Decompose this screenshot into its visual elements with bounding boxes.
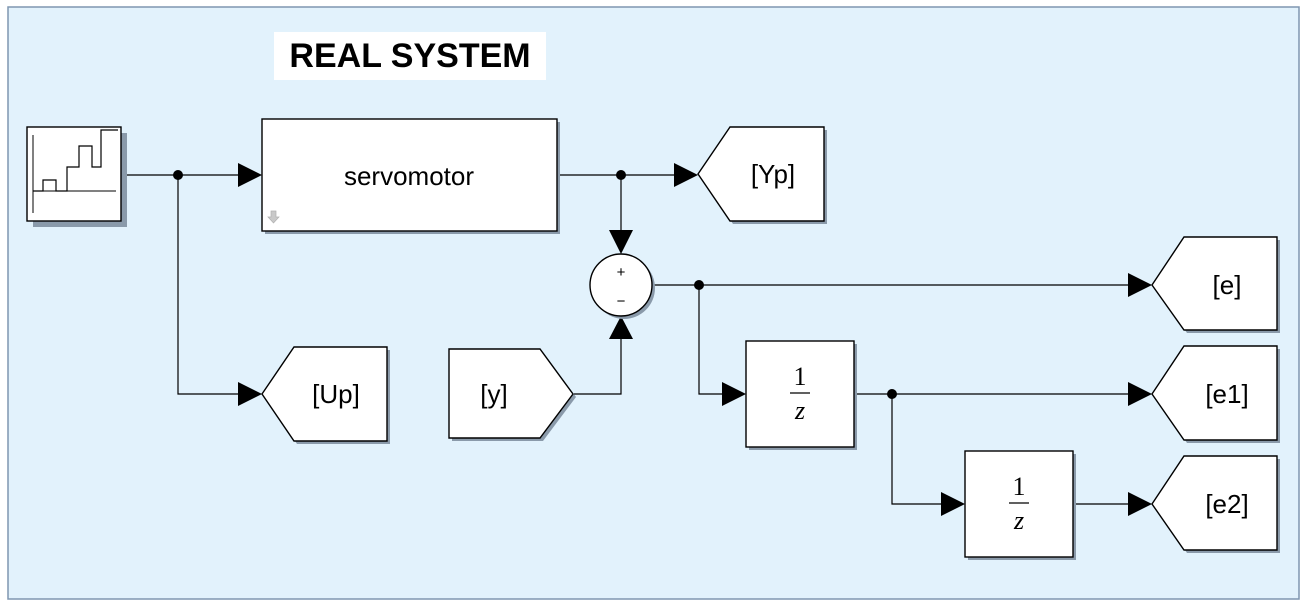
title-background bbox=[274, 32, 546, 80]
goto-tag-e2: [e2] bbox=[1205, 489, 1248, 519]
goto-tag-e: [e] bbox=[1213, 270, 1242, 300]
unit-delay-block-2[interactable]: 1 z bbox=[964, 450, 1076, 560]
goto-block-e[interactable]: [e] bbox=[1151, 236, 1280, 333]
goto-block-yp[interactable]: [Yp] bbox=[697, 126, 827, 224]
arrowhead-yp-input bbox=[674, 163, 698, 187]
arrowheads bbox=[238, 163, 1152, 516]
delay1-denominator: z bbox=[794, 396, 805, 425]
arrowhead-sum-minus bbox=[609, 316, 633, 339]
arrowhead-up-input bbox=[238, 382, 262, 406]
diagram-background bbox=[7, 6, 1300, 600]
sum-block[interactable]: + − bbox=[589, 253, 655, 319]
goto-tag-e1: [e1] bbox=[1205, 379, 1248, 409]
sum-sign-minus: − bbox=[617, 293, 626, 310]
title-area: REAL SYSTEM bbox=[274, 32, 546, 80]
from-tag-y: [y] bbox=[480, 379, 507, 409]
delay2-numerator: 1 bbox=[1013, 472, 1026, 501]
diagram-title: REAL SYSTEM bbox=[289, 37, 530, 75]
branch-point bbox=[616, 170, 626, 180]
goto-block-e1[interactable]: [e1] bbox=[1151, 345, 1280, 443]
sum-sign-plus: + bbox=[617, 264, 626, 281]
delay1-numerator: 1 bbox=[794, 362, 807, 391]
arrowhead-sum-plus bbox=[609, 230, 633, 254]
signal-builder-icon bbox=[32, 129, 118, 213]
branch-points bbox=[173, 170, 897, 399]
signal-builder-block[interactable] bbox=[26, 126, 127, 227]
goto-tag-yp: [Yp] bbox=[751, 159, 795, 189]
goto-block-e2[interactable]: [e2] bbox=[1151, 455, 1280, 553]
arrowhead-delay2-input bbox=[941, 492, 965, 516]
branch-point bbox=[887, 389, 897, 399]
servomotor-subsystem-block[interactable]: servomotor bbox=[261, 118, 560, 234]
signal-line-branch-up[interactable] bbox=[177, 175, 238, 395]
signal-line-y-sum-minus[interactable] bbox=[574, 338, 622, 395]
delay2-denominator: z bbox=[1013, 506, 1024, 535]
goto-tag-up: [Up] bbox=[312, 379, 360, 409]
from-block-y[interactable]: [y] bbox=[448, 348, 576, 441]
signal-line-branch-delay1[interactable] bbox=[698, 285, 722, 395]
arrowhead-e-input bbox=[1128, 273, 1152, 297]
branch-point bbox=[694, 280, 704, 290]
arrowhead-e1-input bbox=[1128, 382, 1152, 406]
goto-block-up[interactable]: [Up] bbox=[261, 346, 390, 444]
branch-point bbox=[173, 170, 183, 180]
unit-delay-block-1[interactable]: 1 z bbox=[745, 340, 857, 450]
arrowhead-e2-input bbox=[1128, 492, 1152, 516]
arrowhead-servo-input bbox=[238, 163, 262, 187]
arrowhead-delay1-input bbox=[722, 382, 746, 406]
servomotor-label: servomotor bbox=[344, 161, 474, 191]
signal-line-branch-delay2[interactable] bbox=[891, 394, 941, 505]
subsystem-arrow-icon bbox=[267, 210, 280, 224]
